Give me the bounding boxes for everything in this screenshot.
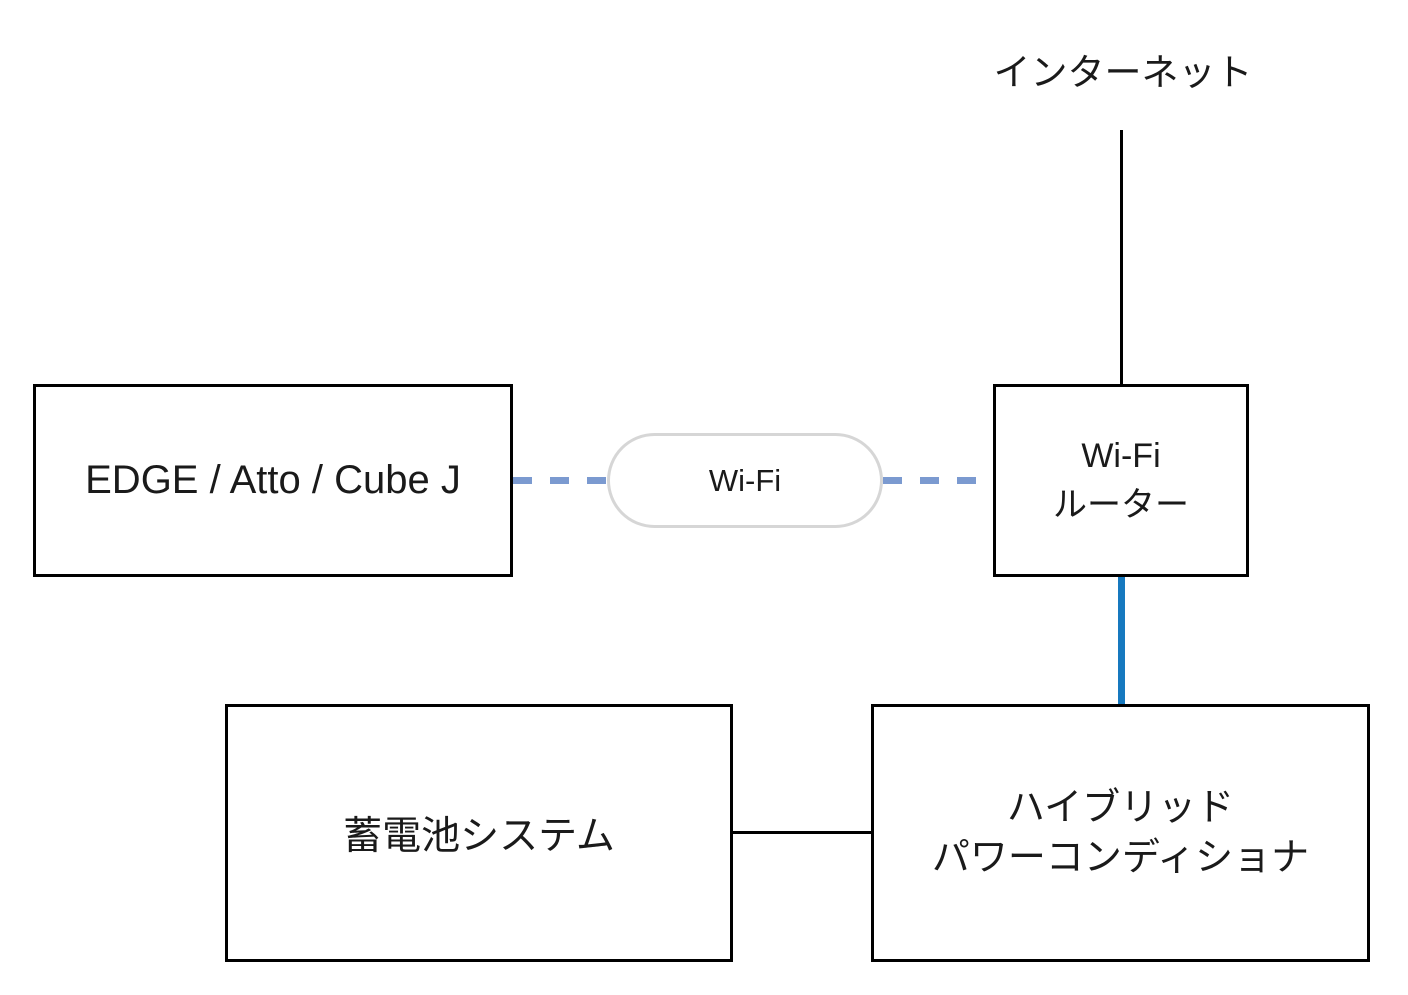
wifi-dashed-link-left <box>513 477 607 484</box>
edge-device-node: EDGE / Atto / Cube J <box>33 384 513 577</box>
battery-to-conditioner-line <box>733 831 871 834</box>
internet-to-router-line <box>1120 130 1123 384</box>
battery-system-label: 蓄電池システム <box>343 815 615 858</box>
wifi-dashed-link-right <box>883 477 993 484</box>
hybrid-power-conditioner-node: ハイブリッド パワーコンディショナ <box>871 704 1370 962</box>
wifi-router-label-line2: ルーター <box>1053 485 1189 524</box>
wifi-link-node: Wi-Fi <box>607 433 883 528</box>
hybrid-power-conditioner-label-line1: ハイブリッド <box>1006 787 1235 829</box>
internet-label: インターネット <box>993 52 1253 93</box>
router-to-conditioner-line <box>1118 577 1125 704</box>
wifi-router-label-line1: Wi-Fi <box>1081 436 1161 475</box>
wifi-link-label: Wi-Fi <box>708 462 782 498</box>
hybrid-power-conditioner-label-line2: パワーコンディショナ <box>931 837 1310 879</box>
battery-system-node: 蓄電池システム <box>225 704 733 962</box>
wifi-router-node: Wi-Fi ルーター <box>993 384 1249 577</box>
edge-device-label: EDGE / Atto / Cube J <box>85 458 461 502</box>
